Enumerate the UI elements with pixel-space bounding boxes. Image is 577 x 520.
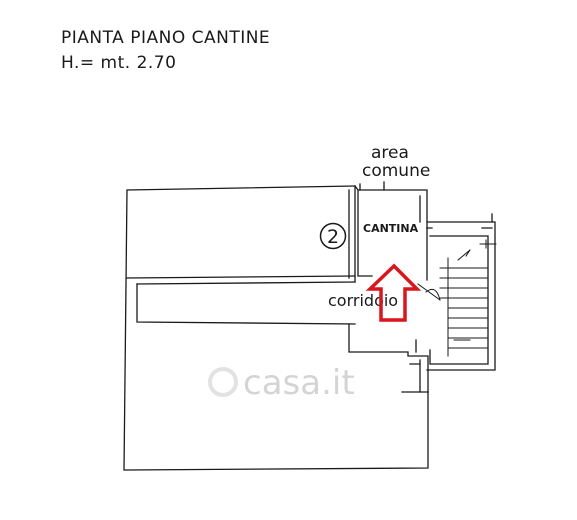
ceiling-height: H.= mt. 2.70 bbox=[61, 53, 177, 73]
unit-number-circle bbox=[319, 222, 347, 250]
corridor-label: corridoio bbox=[328, 291, 398, 310]
watermark-logo-icon bbox=[208, 367, 238, 397]
watermark-text: casa.it bbox=[243, 363, 355, 403]
stair-block-outline bbox=[426, 221, 496, 371]
area-comune-label-line2: comune bbox=[362, 161, 430, 181]
corridor-strip-upper bbox=[126, 275, 356, 279]
outer-basement-outline bbox=[123, 185, 429, 471]
watermark: casa.it bbox=[208, 363, 355, 403]
cantina-room-outline bbox=[354, 185, 428, 277]
location-arrow-icon bbox=[365, 263, 422, 322]
area-comune-label-line1: area bbox=[371, 143, 409, 163]
cantina-label: CANTINA bbox=[363, 222, 419, 235]
corridor-outline bbox=[348, 323, 429, 393]
plan-title: PIANTA PIANO CANTINE bbox=[61, 28, 271, 48]
corridor-strip-lower bbox=[136, 283, 356, 325]
unit-number: 2 bbox=[327, 226, 339, 248]
